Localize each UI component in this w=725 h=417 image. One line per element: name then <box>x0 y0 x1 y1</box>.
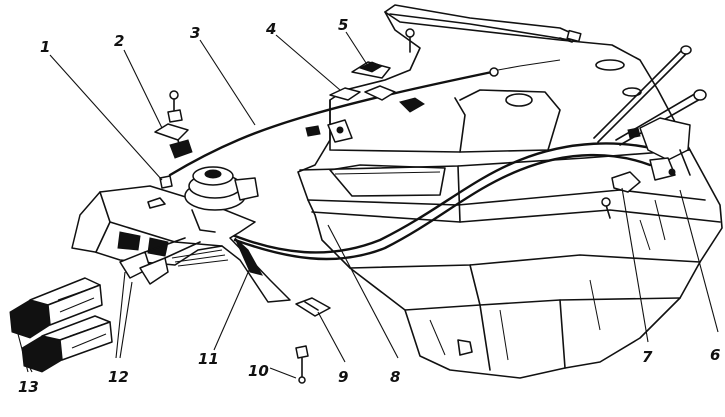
lever-assembly <box>601 117 691 219</box>
top-rail <box>384 4 582 43</box>
callout-10: 10 <box>248 362 269 380</box>
callout-12: 12 <box>108 368 129 386</box>
tank-body <box>297 11 723 379</box>
clamp-2 <box>154 90 193 159</box>
callout-6: 6 <box>710 346 720 364</box>
pedal-bracket <box>71 185 291 303</box>
pulley-unit <box>184 166 259 233</box>
callout-4: 4 <box>265 20 276 38</box>
clamp-4-5 <box>305 28 425 143</box>
upper-cable <box>168 70 494 177</box>
loose-clip-9 <box>295 297 331 317</box>
callout-11: 11 <box>198 350 219 368</box>
cable-clip <box>159 175 173 189</box>
lower-cable <box>223 142 662 254</box>
pedal-pads <box>9 277 113 373</box>
loose-bolt-10 <box>295 345 309 384</box>
callout-9: 9 <box>338 368 348 386</box>
callout-7: 7 <box>642 348 653 366</box>
callout-labels: 1 2 3 4 5 6 7 8 9 10 11 12 13 <box>18 16 720 396</box>
cable-end-ball <box>489 67 499 77</box>
callout-5: 5 <box>338 16 348 34</box>
callout-2: 2 <box>114 32 124 50</box>
lower-cable-inner <box>233 153 652 261</box>
callout-3: 3 <box>190 24 200 42</box>
leader-lines <box>17 31 719 379</box>
callout-8: 8 <box>390 368 400 386</box>
callout-1: 1 <box>40 38 50 56</box>
callout-13: 13 <box>18 378 39 396</box>
